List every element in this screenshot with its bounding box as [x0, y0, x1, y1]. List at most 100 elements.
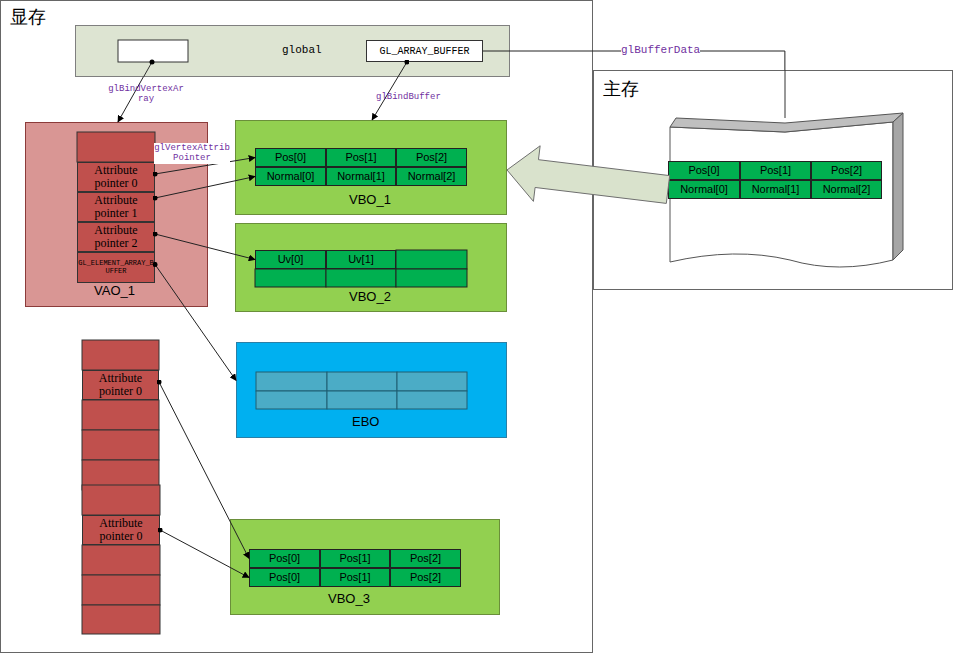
attribute-pointer: Attribute pointer 0 [82, 370, 159, 400]
connector-label: glBindBuffer [376, 92, 441, 102]
box-text: Attribute pointer 0 [83, 517, 159, 543]
memory-region: 主存 Pos[0] Pos[1] Pos[2] Normal[0] Normal[1] No… [593, 70, 953, 290]
box-text: Uv[1] [348, 253, 374, 265]
box-text: Normal[0] [680, 183, 728, 195]
vertex-buffer: VBO_3Pos[0]Pos[1]Pos[2]Pos[0]Pos[1]Pos[2… [230, 519, 500, 615]
box-text: Pos[0] [269, 552, 300, 564]
box-text: Normal[1] [752, 183, 800, 195]
index-cell [327, 391, 397, 409]
box-title: 显存 [10, 8, 46, 28]
buffer-cell: Pos[1] [320, 568, 390, 587]
box-text: Attribute pointer 0 [83, 372, 158, 398]
box-text: GL_ELEMENT_ARRAY_BUFFER [78, 260, 154, 275]
box-title: VBO_2 [349, 290, 391, 304]
attribute-pointer: Attribute pointer 0 [77, 162, 155, 192]
buffer-data-wire [785, 70, 786, 118]
index-cell [397, 372, 467, 391]
attribute-pointer: Attribute pointer 0 [82, 515, 160, 545]
index-cell [256, 391, 327, 409]
vertex-buffer: VBO_1 Pos[0] Pos[1] Pos[2] Normal[0] Normal[1… [235, 120, 507, 215]
vao-column [82, 340, 159, 490]
box-text: Pos[2] [416, 151, 447, 163]
pointer-connector [155, 158, 255, 175]
paper-scroll [670, 113, 903, 267]
buffer-cell: Pos[1] [320, 549, 390, 568]
wire-dot [150, 60, 155, 65]
attribute-pointer: Attribute pointer 2 [77, 222, 155, 252]
pointer-connector [155, 234, 255, 260]
box-text: Normal[2] [408, 170, 456, 182]
vao-cell [82, 485, 160, 515]
box-text: Normal[0] [267, 170, 315, 182]
box-title: VAO_1 [94, 284, 135, 298]
box-text: Pos[2] [831, 164, 862, 176]
pointer-connector [159, 382, 249, 559]
buffer-cell: Pos[2] [390, 549, 461, 568]
buffer-cell: Normal[2] [396, 167, 467, 186]
box-text: Pos[1] [760, 164, 791, 176]
transfer-arrow [507, 146, 670, 204]
buffer-cells [255, 250, 467, 287]
binding-wire [144, 62, 153, 77]
vao-column [82, 485, 160, 634]
buffer-cell: Pos[1] [326, 148, 396, 167]
vertex-array-object: VAO_1 Attribute pointer 0 Attribute pointe… [25, 122, 208, 307]
buffer-cell: Pos[0] [255, 148, 326, 167]
binding-slot [118, 40, 188, 62]
connector-label: glBufferData [621, 44, 700, 57]
box-text: Uv[0] [278, 253, 304, 265]
memory-region: 显存globalGL_ARRAY_BUFFERVAO_1Attribute po… [0, 0, 593, 653]
buffer-cell: Pos[0] [249, 568, 320, 587]
pointer-connector [483, 51, 785, 70]
buffer-cell: Uv[0] [255, 250, 326, 269]
buffer-cell [326, 269, 396, 287]
box-text: Pos[1] [345, 151, 376, 163]
box-text: Pos[0] [688, 164, 719, 176]
index-cell [397, 391, 467, 409]
pointer-connector [118, 77, 143, 122]
connector-label: glBindVertexArray [108, 84, 184, 105]
index-cell [256, 372, 327, 391]
buffer-cell: Pos[2] [811, 161, 882, 180]
element-buffer: EBO [236, 342, 507, 438]
box-text: Normal[2] [823, 183, 871, 195]
vao-cell [82, 605, 160, 634]
box-text: Pos[0] [275, 151, 306, 163]
box-text: Normal[1] [337, 170, 385, 182]
buffer-cell: Pos[0] [668, 161, 740, 180]
vao-cell [82, 430, 159, 460]
attribute-pointer: Attribute pointer 1 [77, 192, 155, 222]
global-state: globalGL_ARRAY_BUFFER [75, 25, 510, 77]
buffer-cell [255, 269, 326, 287]
buffer-cell: Pos[0] [249, 549, 320, 568]
buffer-cell: Pos[2] [390, 568, 461, 587]
box-text: Attribute pointer 1 [78, 194, 154, 220]
buffer-cell [396, 250, 467, 269]
buffer-cell: Uv[1] [326, 250, 396, 269]
index-cell [327, 372, 397, 391]
vao-cell [82, 400, 159, 430]
buffer-cell [396, 269, 467, 287]
box-text: Pos[1] [339, 571, 370, 583]
vao-cell [82, 575, 160, 605]
box-text: Attribute pointer 0 [78, 164, 154, 190]
box-title: EBO [352, 415, 379, 429]
pointer-connector [155, 177, 255, 199]
box-text: Pos[1] [339, 552, 370, 564]
pointer-connector [155, 264, 236, 380]
paper-sheet [670, 122, 893, 267]
buffer-cell: Normal[0] [255, 167, 326, 186]
vao-cell [82, 460, 159, 490]
element-buffer-slot: GL_ELEMENT_ARRAY_BUFFER [77, 252, 155, 283]
box-text: Pos[0] [269, 571, 300, 583]
vao-cell [82, 545, 160, 575]
buffer-cell: Pos[2] [396, 148, 467, 167]
box-text: GL_ARRAY_BUFFER [379, 46, 469, 57]
box-title: VBO_1 [349, 193, 391, 207]
buffer-cell: Pos[1] [740, 161, 811, 180]
box-title: 主存 [603, 80, 639, 100]
box-text: Attribute pointer 2 [78, 224, 154, 250]
buffer-cell: Normal[1] [326, 167, 396, 186]
pointer-connector [160, 530, 249, 578]
binding-slot: GL_ARRAY_BUFFER [366, 40, 483, 62]
